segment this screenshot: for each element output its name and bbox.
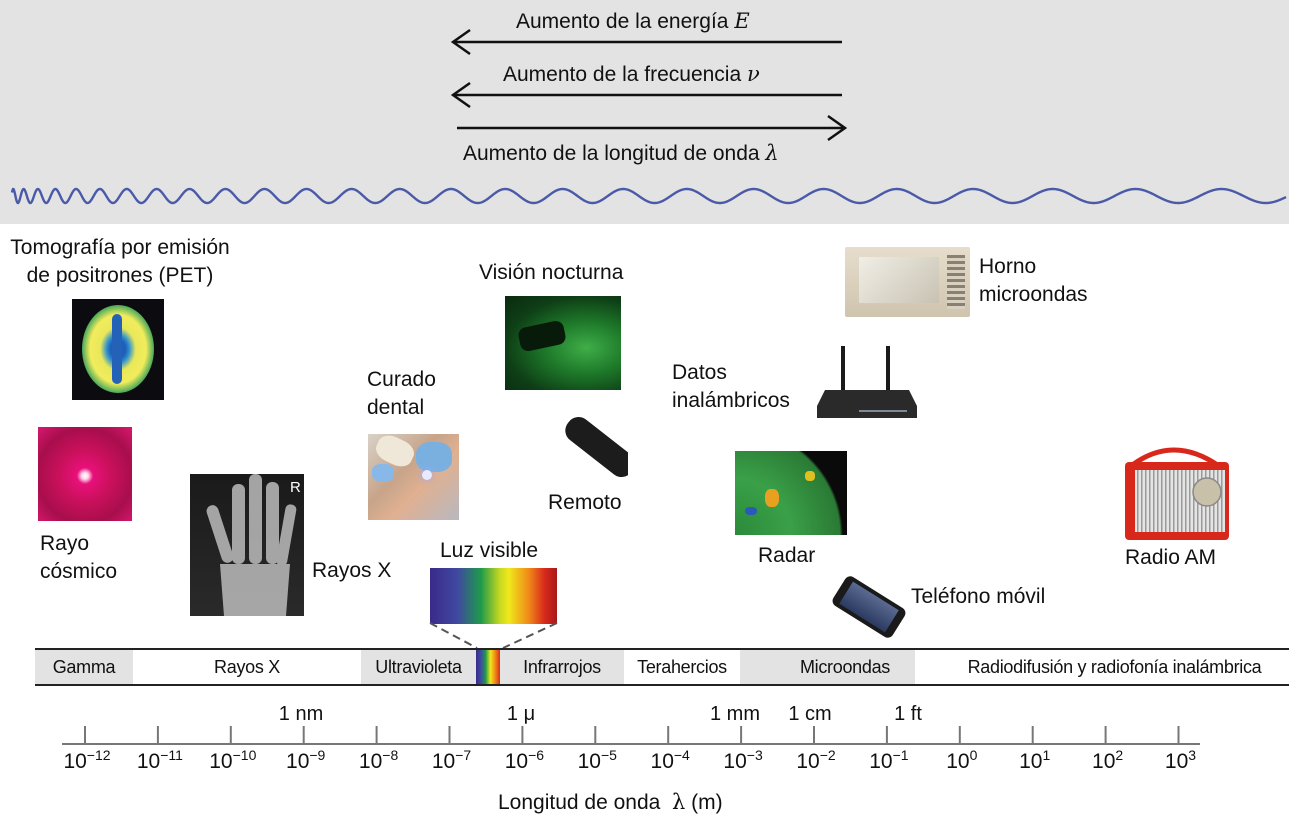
spectrum-zoom-lines	[429, 622, 558, 649]
tick-label: 101	[1019, 747, 1051, 773]
visible-spectrum-image	[430, 568, 557, 624]
mobile-phone-image	[820, 574, 912, 642]
tick-label: 10−11	[136, 747, 183, 773]
direction-panel: Aumento de la energía E Aumento de la fr…	[0, 0, 1289, 224]
band-gamma: Gamma	[35, 650, 133, 684]
radar-image	[735, 451, 847, 535]
tick-label: 10−7	[431, 747, 472, 773]
tick-label: 10−6	[504, 747, 545, 773]
left-arrow-icon	[450, 28, 842, 56]
tick-label: 10−5	[577, 747, 617, 773]
axis-title: Longitud de onda λ (m)	[498, 790, 723, 814]
arrows-and-wave	[10, 28, 1287, 205]
band-microwave-label: Microondas	[799, 657, 891, 677]
night-vision-label: Visión nocturna	[479, 261, 624, 284]
mobile-phone-label: Teléfono móvil	[911, 585, 1046, 608]
am-radio-label: Radio AM	[1125, 546, 1217, 569]
band-ultraviolet: Ultravioleta	[361, 650, 476, 684]
right-arrow-icon	[457, 114, 848, 142]
tick-label: 100	[946, 747, 978, 773]
night-vision-image	[505, 296, 621, 390]
unit-marker: 1 mm	[710, 703, 760, 725]
remote-control-image	[542, 412, 628, 484]
tick-label: 10−10	[209, 747, 257, 773]
tick-label: 103	[1164, 747, 1197, 773]
xray-label: Rayos X	[312, 559, 392, 582]
tick-label: 10−12	[63, 747, 111, 773]
left-arrow-icon	[450, 81, 842, 109]
cosmic-ray-image	[38, 427, 132, 521]
unit-marker: 1 μ	[506, 703, 536, 725]
band-visible	[476, 650, 500, 684]
remote-label: Remoto	[548, 491, 622, 514]
tick-label: 10−4	[650, 747, 690, 773]
tick-label: 102	[1092, 747, 1124, 773]
am-radio-image	[1113, 440, 1238, 540]
spectrum-band-bar: Gamma Rayos X Ultravioleta Infrarrojos T…	[35, 648, 1289, 686]
tick-label: 10−1	[869, 747, 909, 773]
band-radio: Radiodifusión y radiofonía inalámbrica	[967, 657, 1262, 677]
svg-text:R: R	[290, 479, 301, 496]
xray-hand-image: R	[190, 474, 304, 616]
unit-marker: 1 ft	[894, 703, 922, 725]
band-xray: Rayos X	[214, 657, 280, 677]
tick-label: 10−8	[358, 747, 399, 773]
microwave-oven-image	[845, 247, 970, 317]
band-terahertz: Terahercios	[637, 657, 727, 677]
unit-marker: 1 cm	[788, 703, 832, 725]
visible-light-label: Luz visible	[440, 539, 539, 562]
dental-curing-image	[368, 434, 459, 520]
band-microwave	[740, 650, 960, 684]
tick-label: 10−3	[723, 747, 763, 773]
wavelength-axis	[62, 726, 1200, 745]
band-infrared: Infrarrojos	[500, 650, 624, 684]
unit-marker: 1 nm	[278, 703, 324, 725]
wavelength-label: Aumento de la longitud de onda λ	[463, 141, 779, 165]
radar-label: Radar	[758, 544, 816, 567]
energy-label: Aumento de la energía E	[516, 9, 750, 33]
frequency-label: Aumento de la frecuencia ν	[503, 62, 760, 86]
tick-label: 10−2	[796, 747, 836, 773]
tick-label: 10−9	[286, 747, 326, 773]
pet-scan-image	[72, 299, 164, 400]
wireless-router-image	[817, 346, 917, 418]
